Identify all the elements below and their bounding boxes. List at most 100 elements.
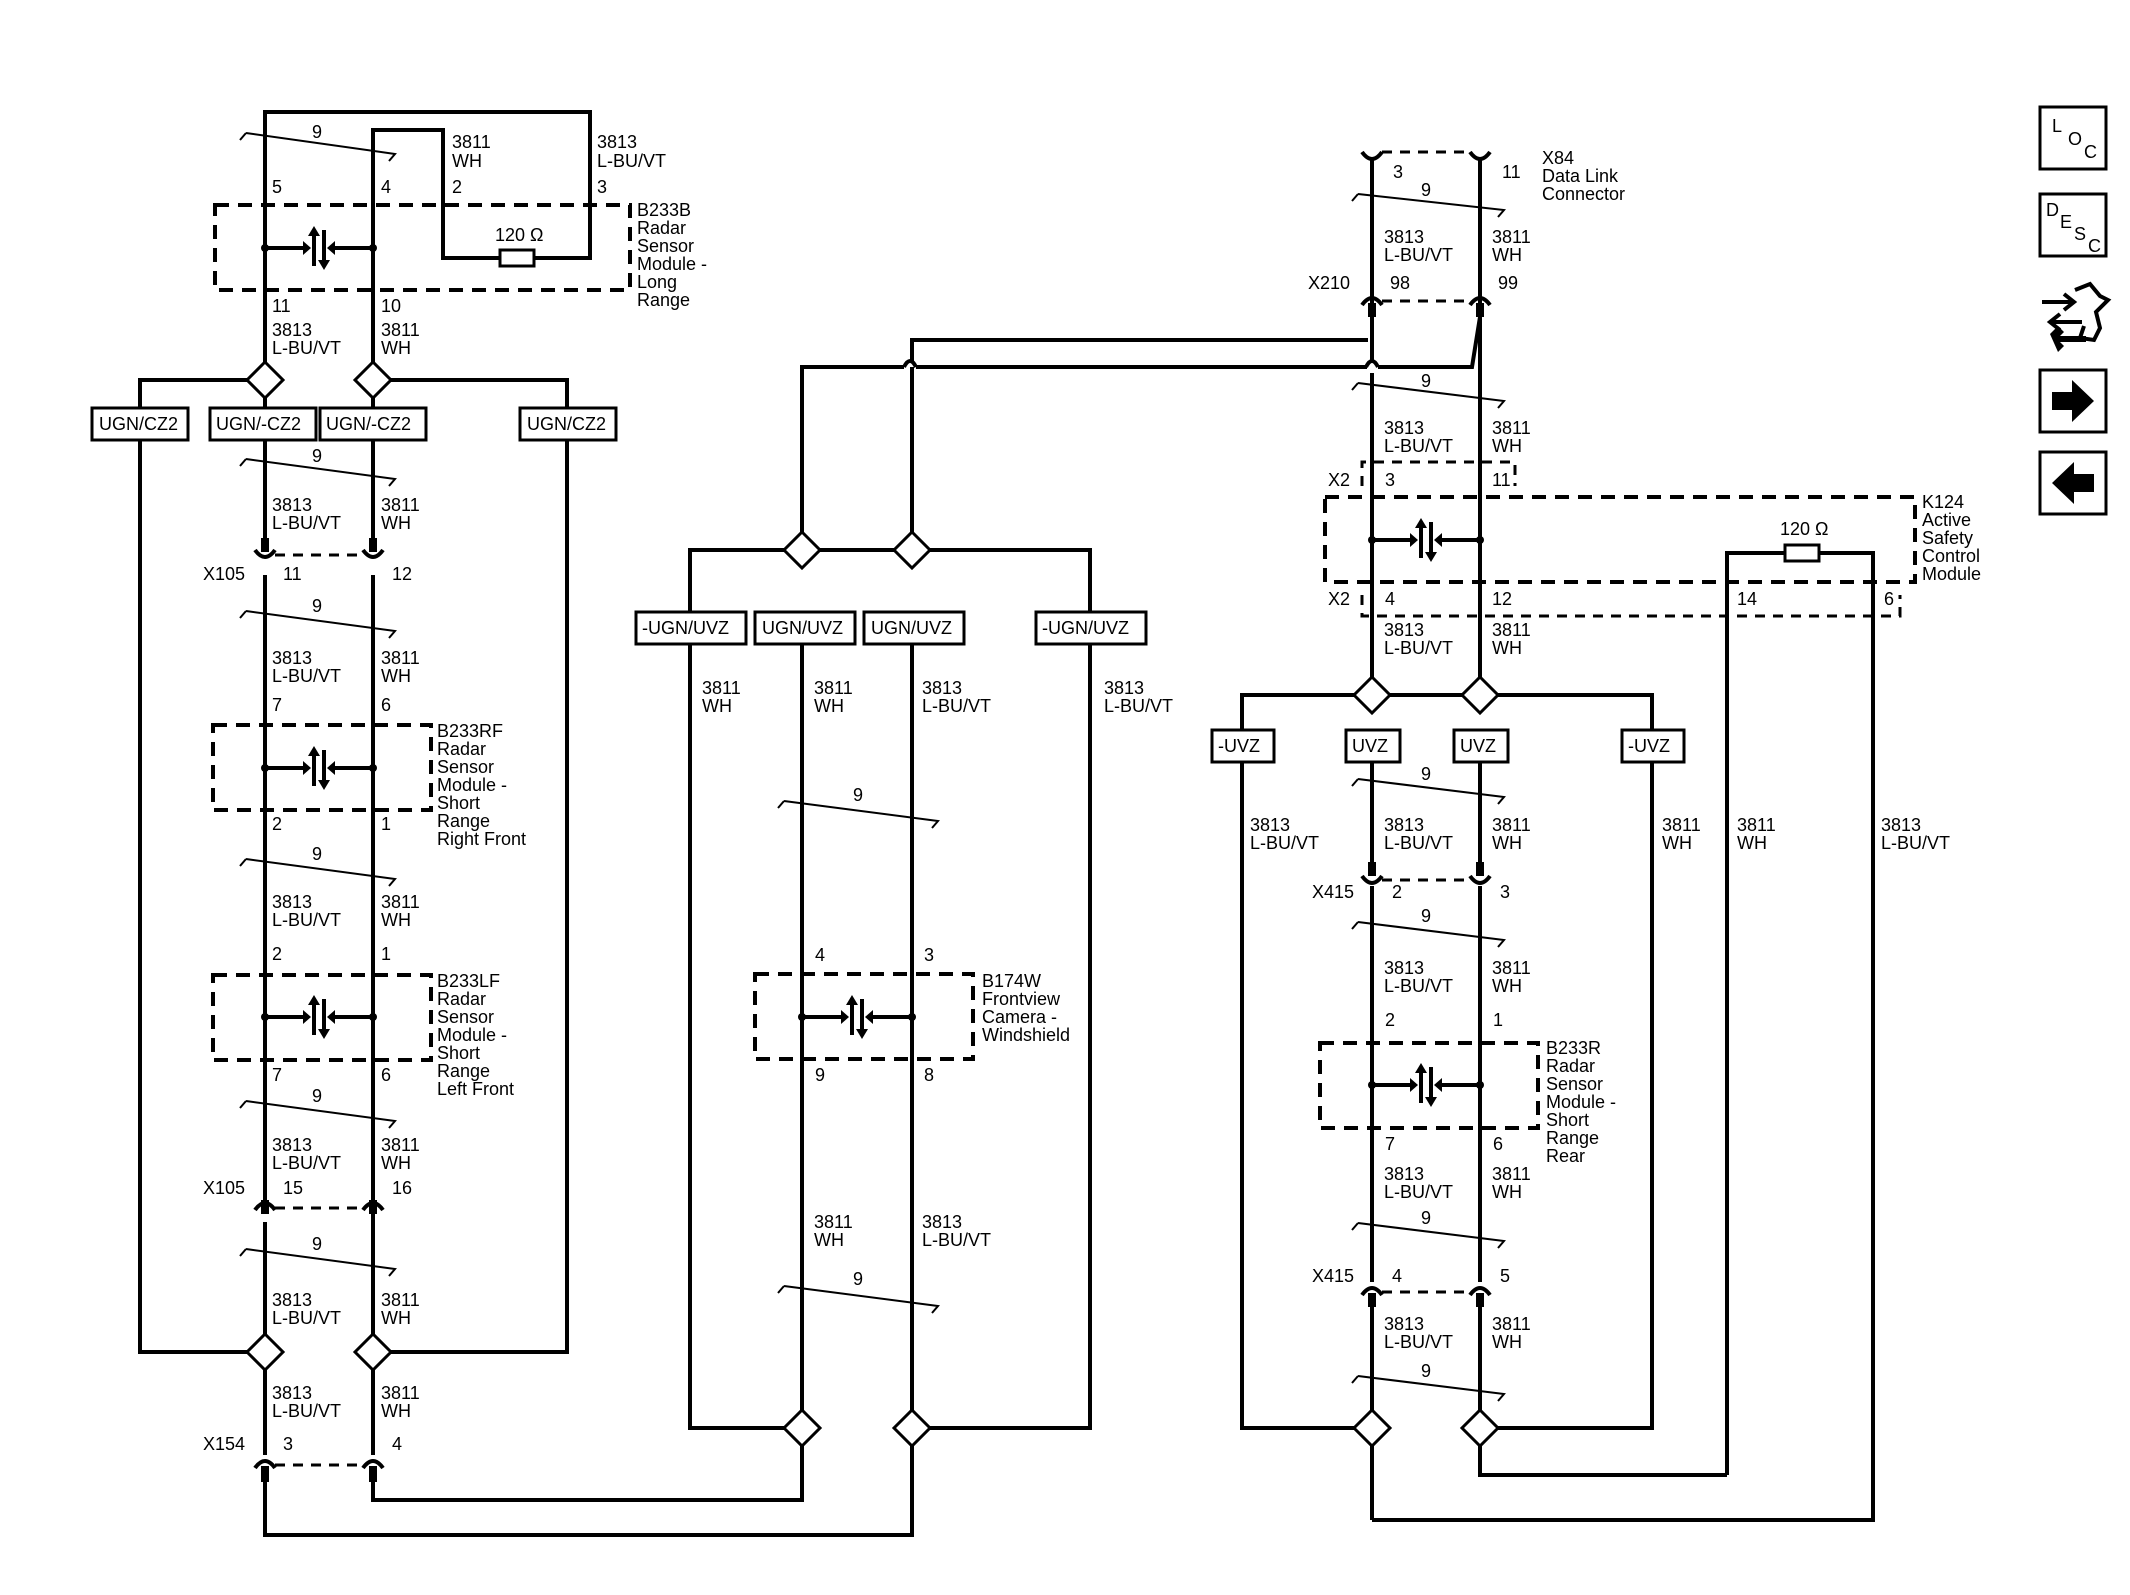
pin-label: 2 bbox=[272, 814, 282, 834]
wire-color-label: WH bbox=[381, 1308, 411, 1328]
b233rf-label: B233RF Radar Sensor Module - Short Range… bbox=[437, 721, 526, 849]
pin-label: 11 bbox=[272, 296, 291, 316]
module-pin-dot bbox=[369, 1013, 377, 1021]
arrowhead-icon bbox=[1410, 1063, 1442, 1107]
wire-color-label: L-BU/VT bbox=[1384, 833, 1453, 853]
wire-k124-terminator bbox=[1372, 551, 1875, 1522]
twisted-pair-symbol bbox=[1351, 1222, 1506, 1249]
desc-button[interactable]: D E S C bbox=[2038, 192, 2108, 258]
splice-pack-icon bbox=[1459, 674, 1501, 716]
svg-text:K124: K124 bbox=[1922, 492, 1964, 512]
connector-end-view-icon[interactable] bbox=[2042, 281, 2112, 352]
option-nuvz-right bbox=[1620, 728, 1686, 764]
svg-text:Range: Range bbox=[437, 811, 490, 831]
right-section: 3 11 X84 Data Link Connector 9 3813 L-BU… bbox=[1210, 148, 1981, 1522]
wire-segment bbox=[800, 365, 904, 550]
wire-segment bbox=[1370, 886, 1482, 1282]
previous-page-button[interactable] bbox=[2038, 450, 2108, 516]
twist-label: 9 bbox=[312, 1086, 322, 1106]
svg-text:Sensor: Sensor bbox=[637, 236, 694, 256]
twist-label: 9 bbox=[312, 122, 322, 142]
pin-label: 15 bbox=[283, 1178, 303, 1198]
b174w-label: B174W Frontview Camera - Windshield bbox=[982, 971, 1070, 1045]
wire-color-label: L-BU/VT bbox=[272, 338, 341, 358]
splice-pack-icon bbox=[352, 1331, 394, 1373]
twisted-pair-symbol bbox=[1351, 193, 1506, 218]
wire-circuit-label: 3811 bbox=[814, 1212, 853, 1232]
option-label: UGN/-CZ2 bbox=[326, 414, 411, 434]
option-nugn-uvz-left bbox=[634, 610, 748, 646]
wire-circuit-label: 3811 bbox=[1737, 815, 1776, 835]
pin-label: 6 bbox=[1493, 1134, 1503, 1154]
wire-circuit-label: 3811 bbox=[381, 1383, 420, 1403]
wire-segment bbox=[263, 440, 375, 550]
wire-circuit-label: 3811 bbox=[1492, 815, 1531, 835]
twist-label: 9 bbox=[312, 844, 322, 864]
option-label: -UGN/UVZ bbox=[642, 618, 729, 638]
wire-segment bbox=[930, 644, 1092, 1430]
twisted-pair-symbol bbox=[239, 1248, 397, 1277]
wire-segment bbox=[1370, 762, 1482, 868]
resistor-120-ohm-k124 bbox=[1783, 543, 1821, 563]
pin-label: 3 bbox=[283, 1434, 293, 1454]
wire-circuit-label: 3811 bbox=[702, 678, 741, 698]
option-uvz-a bbox=[1344, 728, 1402, 764]
splice-pack-icon bbox=[244, 1331, 286, 1373]
wire-color-label: WH bbox=[814, 1230, 844, 1250]
connector-x84 bbox=[1360, 150, 1492, 305]
twist-label: 9 bbox=[1421, 906, 1431, 926]
wire-color-label: WH bbox=[1492, 833, 1522, 853]
wire-circuit-label: 3811 bbox=[1492, 227, 1531, 247]
svg-text:C: C bbox=[2084, 142, 2097, 162]
svg-text:Sensor: Sensor bbox=[437, 757, 494, 777]
wire-circuit-label: 3813 bbox=[272, 1135, 312, 1155]
svg-text:Frontview: Frontview bbox=[982, 989, 1061, 1009]
pin-label: 7 bbox=[1385, 1134, 1395, 1154]
connector-x105-a bbox=[253, 538, 385, 559]
pin-label: 2 bbox=[452, 177, 462, 197]
wire-color-label: L-BU/VT bbox=[1384, 976, 1453, 996]
twist-label: 9 bbox=[312, 596, 322, 616]
resistor-value-label: 120 Ω bbox=[1780, 519, 1829, 539]
loc-button[interactable]: L O C bbox=[2038, 105, 2108, 171]
twisted-pair-symbol bbox=[239, 132, 397, 162]
wire-color-label: WH bbox=[1492, 638, 1522, 658]
twist-label: 9 bbox=[1421, 764, 1431, 784]
svg-text:Windshield: Windshield bbox=[982, 1025, 1070, 1045]
svg-text:O: O bbox=[2068, 129, 2082, 149]
previous-page-arrow-icon bbox=[2052, 462, 2094, 504]
wire-color-label: L-BU/VT bbox=[272, 910, 341, 930]
wire-circuit-label: 3813 bbox=[272, 1383, 312, 1403]
twisted-pair-symbol bbox=[239, 1100, 397, 1129]
svg-text:B174W: B174W bbox=[982, 971, 1041, 991]
twisted-pair-symbol bbox=[1351, 778, 1506, 805]
svg-text:Short: Short bbox=[1546, 1110, 1589, 1130]
pin-label: 5 bbox=[1500, 1266, 1510, 1286]
nav-buttons: L O C D E S C bbox=[2038, 105, 2112, 516]
bidirectional-data-arrow-icon bbox=[265, 230, 373, 266]
connector-x415-b bbox=[1360, 1286, 1492, 1307]
wire-segment bbox=[1240, 693, 1654, 730]
splice-pack-icon bbox=[352, 359, 394, 401]
pin-label: 4 bbox=[1385, 589, 1395, 609]
wire-color-label: L-BU/VT bbox=[597, 151, 666, 171]
next-page-button[interactable] bbox=[2038, 368, 2108, 434]
wire-color-label: L-BU/VT bbox=[1881, 833, 1950, 853]
svg-text:Radar: Radar bbox=[437, 989, 486, 1009]
svg-text:Short: Short bbox=[437, 1043, 480, 1063]
pin-label: 11 bbox=[1502, 162, 1521, 182]
svg-text:B233R: B233R bbox=[1546, 1038, 1601, 1058]
wire-color-label: WH bbox=[1737, 833, 1767, 853]
svg-text:Module -: Module - bbox=[437, 775, 507, 795]
twist-label: 9 bbox=[1421, 371, 1431, 391]
option-nuvz-left bbox=[1210, 728, 1276, 764]
pin-label: 11 bbox=[1492, 470, 1511, 490]
connector-label: X105 bbox=[203, 1178, 245, 1198]
wire-circuit-label: 3811 bbox=[452, 132, 491, 152]
pin-label: 5 bbox=[272, 177, 282, 197]
wire-color-label: WH bbox=[702, 696, 732, 716]
wire-color-label: L-BU/VT bbox=[1384, 638, 1453, 658]
pin-label: 4 bbox=[1392, 1266, 1402, 1286]
svg-text:B233LF: B233LF bbox=[437, 971, 500, 991]
bidirectional-data-arrow-icon bbox=[1372, 522, 1480, 558]
